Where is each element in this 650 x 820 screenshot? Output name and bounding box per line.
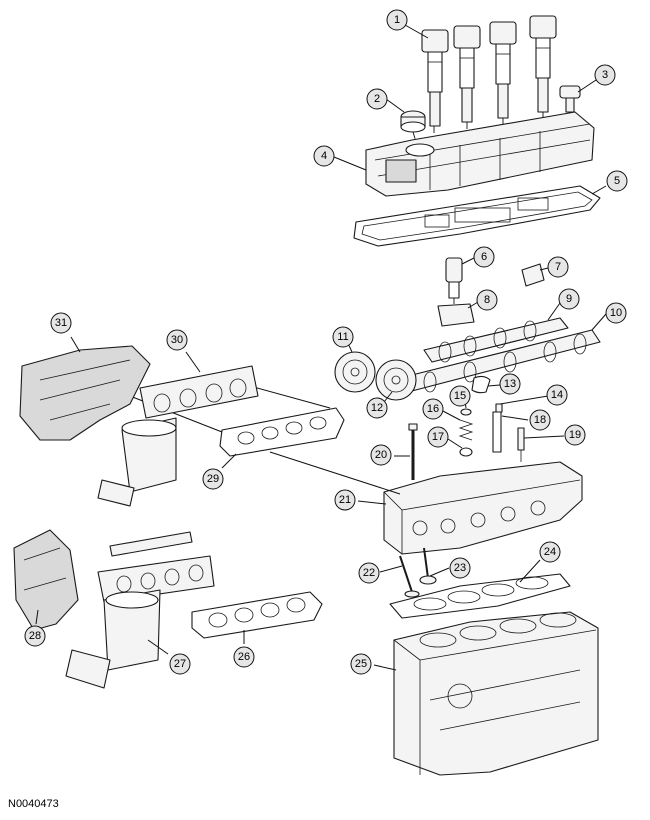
- callout-2: 2: [366, 88, 388, 110]
- valve-cover-gasket: [353, 185, 601, 247]
- callout-28: 28: [24, 625, 46, 647]
- svg-text:3: 3: [602, 69, 608, 81]
- svg-text:28: 28: [29, 630, 41, 642]
- callout-25: 25: [350, 653, 372, 675]
- callout-23: 23: [449, 557, 471, 579]
- callout-7: 7: [547, 256, 569, 278]
- svg-text:27: 27: [174, 658, 186, 670]
- valve-cover: [365, 111, 595, 197]
- callout-10: 10: [605, 302, 627, 324]
- svg-text:5: 5: [614, 175, 620, 187]
- callout-18: 18: [529, 409, 551, 431]
- svg-text:23: 23: [454, 562, 466, 574]
- valve-train-parts: [458, 375, 525, 462]
- cylinder-head: [383, 461, 583, 555]
- svg-text:31: 31: [55, 317, 67, 329]
- callout-20: 20: [370, 444, 392, 466]
- svg-text:17: 17: [432, 431, 444, 443]
- svg-text:9: 9: [566, 293, 572, 305]
- svg-text:24: 24: [544, 546, 556, 558]
- cylinder-block: [393, 611, 599, 776]
- callout-4: 4: [313, 145, 335, 167]
- callout-27: 27: [169, 653, 191, 675]
- callout-24: 24: [539, 541, 561, 563]
- callout-19: 19: [564, 424, 586, 446]
- callout-29: 29: [202, 468, 224, 490]
- svg-text:10: 10: [610, 307, 622, 319]
- exhaust-manifold-gasket: [191, 591, 323, 639]
- callout-12: 12: [366, 397, 388, 419]
- callout-30: 30: [166, 329, 188, 351]
- svg-text:8: 8: [484, 294, 490, 306]
- valves: [399, 547, 437, 598]
- svg-text:13: 13: [504, 378, 516, 390]
- svg-text:1: 1: [394, 14, 400, 26]
- svg-text:25: 25: [355, 658, 367, 670]
- svg-text:22: 22: [363, 567, 375, 579]
- callout-13: 13: [499, 373, 521, 395]
- ignition-coils: [421, 15, 557, 150]
- figure-reference-code: N0040473: [8, 798, 59, 810]
- svg-text:30: 30: [171, 334, 183, 346]
- svg-text:11: 11: [337, 331, 348, 343]
- svg-text:20: 20: [375, 449, 387, 461]
- callout-15: 15: [449, 385, 471, 407]
- callout-11: 11: [332, 326, 354, 348]
- svg-text:29: 29: [207, 473, 219, 485]
- svg-text:7: 7: [555, 261, 561, 273]
- callout-31: 31: [50, 312, 72, 334]
- upper-heat-shield: [19, 345, 151, 441]
- svg-text:21: 21: [339, 494, 351, 506]
- callout-21: 21: [334, 489, 356, 511]
- callout-3: 3: [594, 64, 616, 86]
- exhaust-manifold-upper: [97, 365, 259, 507]
- camshaft-sprockets: [334, 351, 417, 401]
- callout-5: 5: [606, 170, 628, 192]
- svg-text:15: 15: [454, 390, 466, 402]
- svg-text:4: 4: [321, 150, 327, 162]
- catalytic-converter-manifold: [65, 531, 215, 689]
- svg-text:12: 12: [371, 402, 383, 414]
- cylinder-head-bolt: [408, 423, 418, 480]
- callout-8: 8: [476, 289, 498, 311]
- oil-filler-cap: [400, 110, 426, 149]
- callout-17: 17: [427, 426, 449, 448]
- callout-16: 16: [422, 398, 444, 420]
- svg-text:16: 16: [427, 403, 439, 415]
- callout-9: 9: [558, 288, 580, 310]
- svg-text:14: 14: [551, 389, 563, 401]
- svg-text:19: 19: [569, 429, 581, 441]
- cylinder-head-gasket: [389, 573, 571, 619]
- svg-text:2: 2: [374, 93, 380, 105]
- svg-text:6: 6: [481, 251, 487, 263]
- solenoid-base: [437, 298, 475, 327]
- oil-control-solenoid: [445, 257, 463, 299]
- svg-text:26: 26: [238, 651, 250, 663]
- lower-heat-shield: [13, 529, 79, 631]
- callout-14: 14: [546, 384, 568, 406]
- callout-1: 1: [386, 9, 408, 31]
- callout-6: 6: [473, 246, 495, 268]
- callout-22: 22: [358, 562, 380, 584]
- svg-text:18: 18: [534, 414, 546, 426]
- bracket: [521, 263, 545, 287]
- callout-26: 26: [233, 646, 255, 668]
